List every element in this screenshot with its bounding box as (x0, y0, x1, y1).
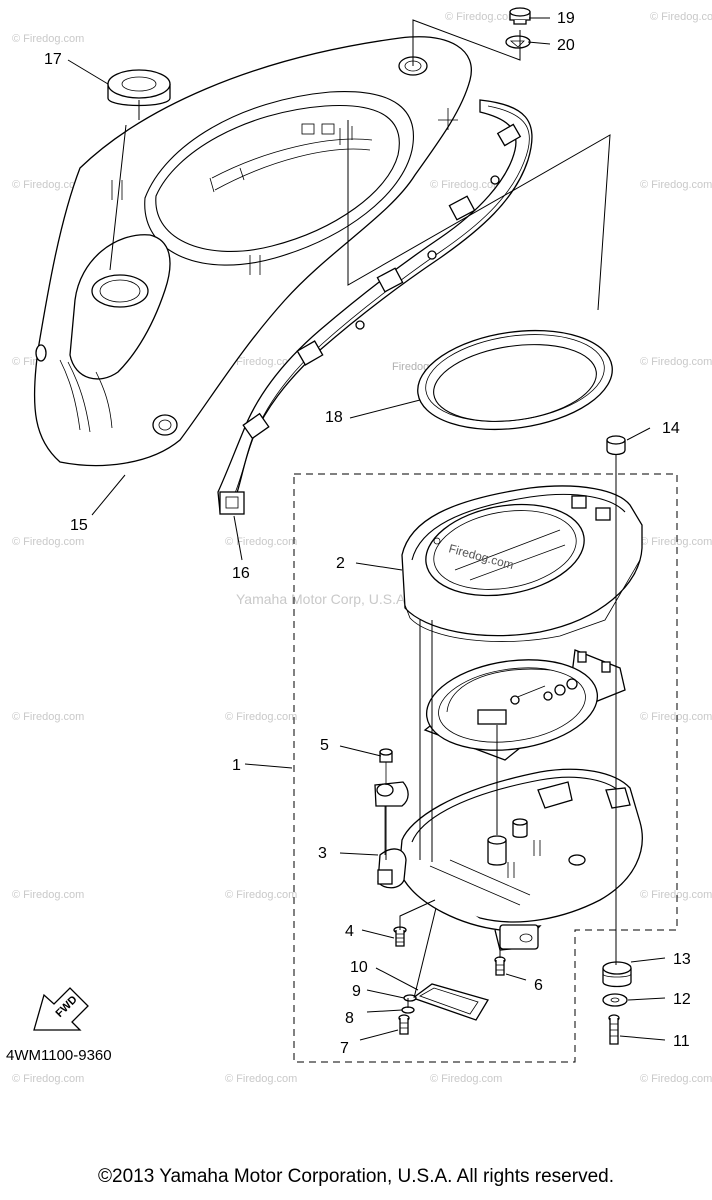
callout-7: 7 (340, 1040, 349, 1057)
watermark-text: © Firedog.com (640, 1073, 712, 1085)
part-17-grommet (107, 69, 171, 107)
watermark-text: © Firedog.com (430, 179, 502, 191)
center-watermark-text: Yamaha Motor Corp, U.S.A. (236, 591, 409, 607)
part-20-washer (505, 35, 531, 49)
callout-17: 17 (44, 51, 62, 68)
alignment-lines (109, 19, 617, 1008)
callout-19: 19 (557, 10, 575, 27)
part-19-screw (509, 7, 531, 25)
callout-16: 16 (232, 565, 250, 582)
part-13-grommet (602, 961, 632, 988)
watermark-text: © Firedog.com (650, 11, 712, 23)
watermark-text: © Firedog.com (640, 711, 712, 723)
copyright-notice: ©2013 Yamaha Motor Corporation, U.S.A. A… (98, 1166, 614, 1187)
watermark-text: © Firedog.com (12, 711, 84, 723)
callout-12: 12 (673, 991, 691, 1008)
part-11-screw (608, 1014, 620, 1045)
watermark-text: © Firedog.com (640, 536, 712, 548)
part-3-clamp (374, 781, 409, 855)
watermark-text: © Firedog.com (225, 889, 297, 901)
callout-14: 14 (662, 420, 680, 437)
part-1-meter-dial (423, 649, 626, 761)
watermark-text: © Firedog.com (12, 179, 84, 191)
part-14-grommet (606, 435, 626, 456)
fwd-arrow-icon: FWD (33, 987, 89, 1031)
watermark-text: © Firedog.com (225, 1073, 297, 1085)
callout-4: 4 (345, 923, 354, 940)
watermark-text: © Firedog.com (640, 889, 712, 901)
callout-9: 9 (352, 983, 361, 1000)
watermark-text: © Firedog.com (225, 711, 297, 723)
assembly-outline (293, 473, 678, 1063)
callout-3: 3 (318, 845, 327, 862)
callout-10: 10 (350, 959, 368, 976)
watermark-text: © Firedog.com (225, 356, 297, 368)
watermark-text: © Firedog.com (430, 1073, 502, 1085)
callout-5: 5 (320, 737, 329, 754)
callout-18: 18 (325, 409, 343, 426)
part-1-meter-case-lower (377, 768, 643, 951)
part-10-gasket-plate (411, 983, 489, 1021)
watermark-text: © Firedog.com (12, 536, 84, 548)
part-15-meter-cover (33, 36, 472, 467)
watermark-text: © Firedog.com (12, 889, 84, 901)
part-5-screw (379, 748, 393, 785)
callout-2: 2 (336, 555, 345, 572)
watermark-text: © Firedog.com (640, 179, 712, 191)
callout-6: 6 (534, 977, 543, 994)
callout-labels: 1 2 3 4 5 6 7 8 9 10 11 12 13 14 15 16 1… (44, 10, 691, 1057)
watermark-text: © Firedog.com (12, 33, 84, 45)
part-12-washer (602, 993, 628, 1007)
callout-15: 15 (70, 517, 88, 534)
watermark-text: © Firedog.com (225, 536, 297, 548)
diagram-code: 4WM1100-9360 (6, 1047, 112, 1064)
watermark-text: © Firedog.com (12, 1073, 84, 1085)
part-16-gasket-strip (217, 99, 533, 515)
watermark-text: © Firedog.com (445, 11, 517, 23)
callout-8: 8 (345, 1010, 354, 1027)
callout-20: 20 (557, 37, 575, 54)
watermark-text: © Firedog.com (640, 356, 712, 368)
callout-11: 11 (673, 1033, 690, 1050)
part-2-meter-case-upper: Firedog.com (401, 485, 643, 642)
callout-1: 1 (232, 757, 241, 774)
part-6-screw (494, 956, 506, 976)
callout-leaders (67, 17, 666, 1041)
part-18-seal-ring (417, 329, 613, 431)
part-7-screw (398, 1014, 410, 1035)
callout-13: 13 (673, 951, 691, 968)
